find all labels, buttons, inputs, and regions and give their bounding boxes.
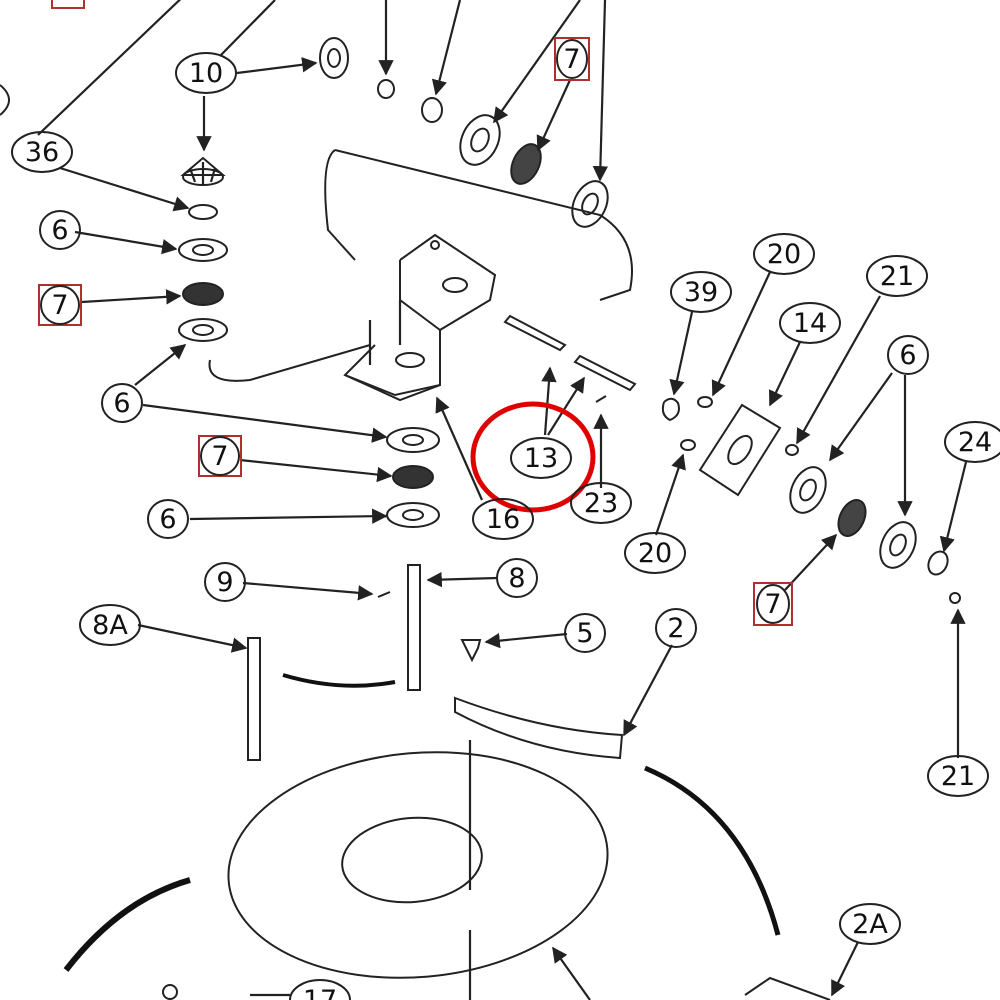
- highlight-circle: [470, 401, 596, 513]
- race-6d: [386, 502, 440, 528]
- callout-label: 2: [667, 613, 684, 644]
- callout-label: 24: [958, 427, 992, 458]
- callout-label: 6: [159, 504, 176, 535]
- bracket-16: [343, 233, 497, 402]
- shaft-8a: [247, 637, 261, 761]
- callout-label: 21: [941, 761, 975, 792]
- leader-lines: [37, 0, 968, 1000]
- callout-label: 39: [684, 277, 718, 308]
- callout-10: 10: [175, 52, 237, 94]
- callout-20-lower: 20: [624, 532, 686, 574]
- callout-label: 17: [303, 985, 337, 1000]
- race-6a: [178, 238, 228, 262]
- callout-label: 16: [486, 504, 520, 535]
- callout-6-left-mid: 6: [101, 383, 143, 423]
- plate-14: [698, 403, 782, 497]
- race-6b: [178, 318, 228, 342]
- callout-6-left-lower: 6: [147, 499, 189, 539]
- callout-21-upper: 21: [866, 255, 928, 297]
- callout-label: 14: [793, 308, 827, 339]
- callout-label: 23: [584, 488, 618, 519]
- race-6c: [386, 427, 440, 453]
- callout-2a: 2A: [839, 903, 901, 945]
- callout-label: 7: [764, 589, 781, 620]
- callout-23: 23: [570, 482, 632, 524]
- callout-label: 5: [576, 618, 593, 649]
- callout-label: 6: [899, 340, 916, 371]
- callout-21-lower: 21: [927, 755, 989, 797]
- key-23: [595, 395, 607, 403]
- callout-24: 24: [944, 421, 1000, 463]
- callout-8a: 8A: [79, 604, 141, 646]
- callout-label: 8A: [92, 610, 128, 641]
- belt-strip-right: [644, 765, 781, 936]
- callout-label: 6: [51, 215, 68, 246]
- housing-outline: [208, 149, 633, 382]
- parts-layer: [63, 37, 961, 1000]
- strip-2: [454, 696, 624, 760]
- callout-5: 5: [564, 613, 606, 653]
- race-6b-inner: [192, 324, 214, 336]
- callout-label: 6: [113, 388, 130, 419]
- callout-14: 14: [779, 302, 841, 344]
- bearing-7c: [837, 499, 867, 537]
- callout-39: 39: [670, 271, 732, 313]
- bearing-7b: [392, 465, 434, 489]
- callout-label: 20: [767, 239, 801, 270]
- callout-label: 20: [638, 538, 672, 569]
- callout-13: 13: [470, 401, 596, 513]
- callout-7-top: 7: [554, 37, 590, 81]
- callout-36: 36: [11, 131, 73, 173]
- pin-9: [377, 591, 391, 598]
- callout-label: 7: [51, 290, 68, 321]
- callout-label: 13: [524, 443, 558, 474]
- callout-label: 7: [211, 441, 228, 472]
- callout-label: 8: [508, 563, 525, 594]
- callout-6-left-upper: 6: [39, 210, 81, 250]
- shafts-13: [503, 314, 637, 392]
- part-2a: [744, 976, 831, 1000]
- callout-6-right: 6: [887, 335, 929, 375]
- callout-17: 17: [289, 979, 351, 1000]
- bolt-5: [460, 639, 482, 663]
- callout-label: 9: [216, 567, 233, 598]
- belt-strip-left: [282, 673, 396, 688]
- race-6f: [879, 521, 917, 569]
- race-6a-inner: [192, 244, 214, 256]
- callout-label: 36: [25, 137, 59, 168]
- belt-strip-bottom: [63, 877, 191, 972]
- callout-7-left-mid: 7: [198, 435, 242, 477]
- bevel-gear: [180, 156, 226, 186]
- callout-2: 2: [655, 608, 697, 648]
- shaft-8: [407, 564, 421, 691]
- callout-20-upper: 20: [753, 233, 815, 275]
- callout-label: 10: [189, 58, 223, 89]
- bearing-7a: [182, 282, 224, 306]
- callout-label: 21: [880, 261, 914, 292]
- callout-8: 8: [496, 558, 538, 598]
- callout-label: 7: [563, 44, 580, 75]
- callout-16: 16: [472, 498, 534, 540]
- base-plate: [227, 740, 609, 1000]
- gear-10: [319, 37, 349, 79]
- callout-7-left-upper: 7: [38, 284, 82, 326]
- callout-9: 9: [204, 562, 246, 602]
- washer-36: [188, 204, 218, 220]
- nut-24: [927, 550, 949, 576]
- callout-7-right: 7: [753, 582, 793, 626]
- cropped-part-edge: [0, 84, 10, 116]
- spring-39: [661, 397, 680, 422]
- callout-label: 2A: [852, 909, 888, 940]
- cropped-callout-box: [51, 0, 85, 9]
- race-6e: [789, 466, 827, 514]
